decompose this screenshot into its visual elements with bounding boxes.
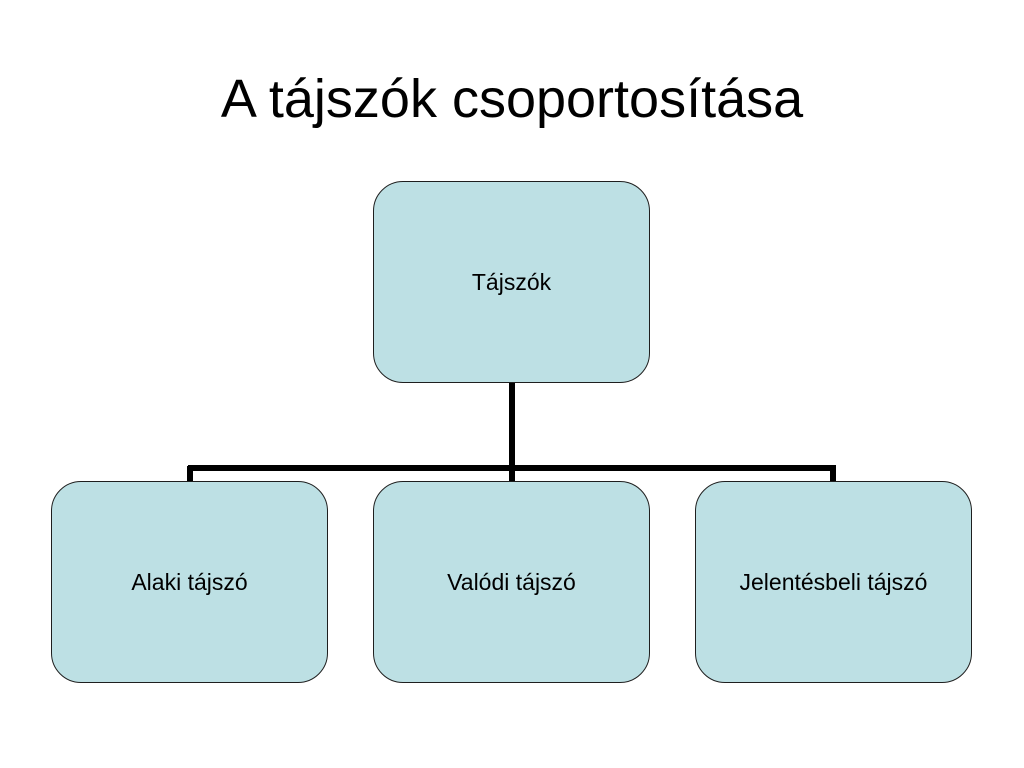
child-node-jelentesbeli: Jelentésbeli tájszó (695, 481, 972, 683)
slide-title: A tájszók csoportosítása (220, 69, 804, 129)
root-node: Tájszók (373, 181, 650, 383)
child-node-label: Valódi tájszó (447, 568, 576, 595)
root-node-label: Tájszók (471, 268, 552, 295)
child-node-label: Alaki tájszó (131, 568, 248, 595)
child-node-valodi: Valódi tájszó (373, 481, 650, 683)
child-node-label: Jelentésbeli tájszó (739, 568, 928, 595)
child-node-alaki: Alaki tájszó (51, 481, 328, 683)
